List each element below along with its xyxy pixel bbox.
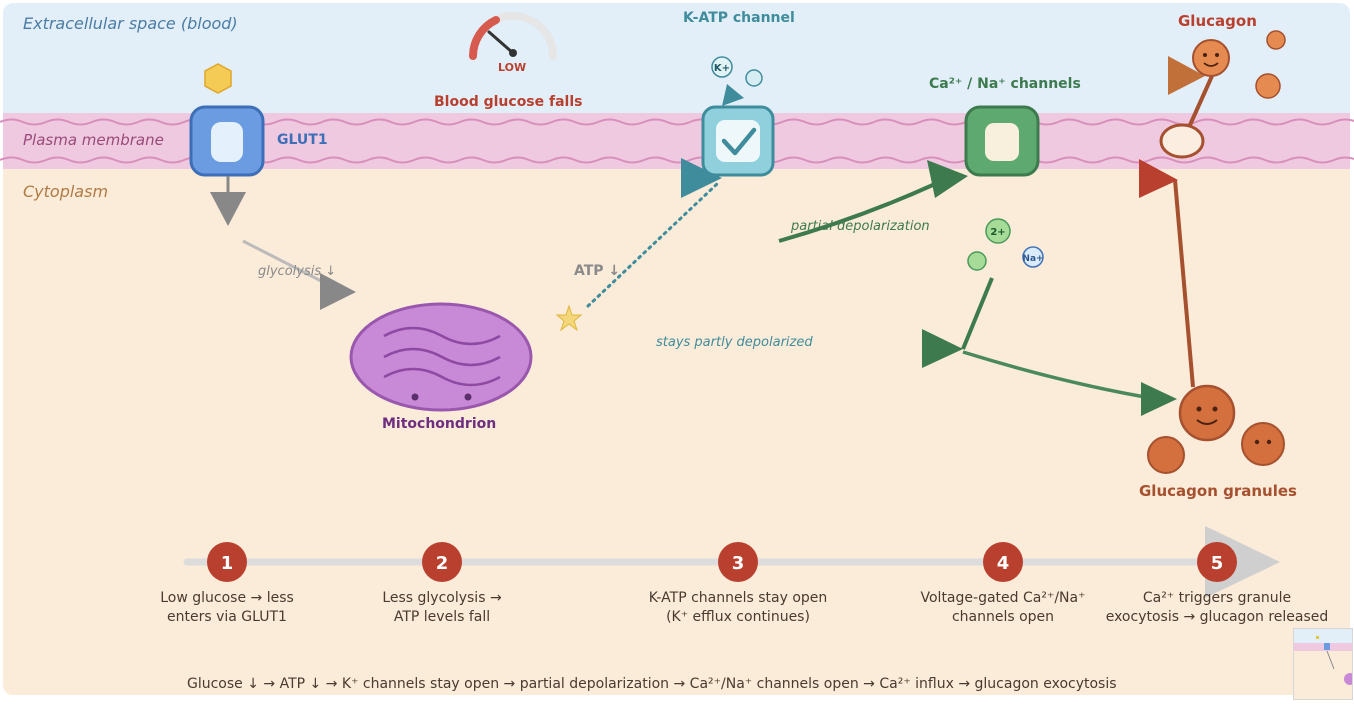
calcium-ion-icon: [985, 218, 1011, 244]
step-1-text: Low glucose → less enters via GLUT1: [160, 590, 294, 625]
ca-na-title: Ca²⁺ / Na⁺ channels: [929, 76, 1081, 92]
step-2-number: 2: [436, 553, 449, 574]
extracellular-label: Extracellular space (blood): [23, 14, 238, 33]
glycolysis-arrowhead: [320, 273, 356, 310]
katp-title: K-ATP channel: [683, 10, 795, 26]
extracellular-region: Extracellular space (blood): [3, 3, 1350, 113]
step-1-number: 1: [221, 553, 234, 574]
step-5-text: Ca²⁺ triggers granule exocytosis → gluca…: [1105, 590, 1329, 625]
depolarization-arrowhead: [927, 160, 968, 198]
calcium-ion-label: 2+: [990, 227, 1005, 238]
step-5-marker: [1197, 542, 1237, 582]
glucagon-release-arrowhead: [1168, 56, 1205, 95]
glucagon-release-line: [1188, 75, 1214, 126]
glucose-gauge-icon: [469, 12, 557, 60]
mitochondrion-icon: [349, 302, 533, 412]
k-efflux-arrowhead: [722, 84, 744, 106]
potassium-ion-label: K+: [714, 63, 730, 74]
potassium-ion-small-icon: [745, 69, 763, 87]
atp-star-icon: [555, 304, 583, 332]
glut1-label: GLUT1: [277, 132, 328, 148]
stays-depolarized-annotation: stays partly depolarized: [656, 335, 813, 350]
calcium-influx-arrowhead: [922, 329, 963, 368]
step-3-text: K-ATP channels stay open (K⁺ efflux cont…: [648, 590, 828, 625]
calcium-ion-small-icon: [967, 251, 987, 271]
thumbnail-graphic: [1294, 629, 1352, 699]
sodium-ion-label: Na+: [1022, 254, 1043, 264]
glycolysis-arrow: [242, 239, 326, 285]
katp-signal-arrowhead: [681, 158, 722, 198]
partial-depolarization-arrow: [778, 182, 936, 243]
mitochondrion-label: Mitochondrion: [382, 416, 497, 432]
ca-na-channel-icon: [964, 105, 1040, 177]
membrane-label: Plasma membrane: [23, 131, 164, 149]
step-2-text: Less glycolysis → ATP levels fall: [382, 590, 502, 625]
fusion-vesicle-icon: [1159, 123, 1205, 159]
thumbnail-preview[interactable]: [1293, 628, 1353, 700]
atp-signal-dotted: [586, 181, 720, 308]
step-3-number: 3: [732, 553, 745, 574]
calcium-influx-line: [961, 277, 994, 350]
glucose-entry-arrowhead: [210, 192, 246, 226]
glucagon-title: Glucagon: [1178, 12, 1257, 30]
step-4-marker: [983, 542, 1023, 582]
step-1-marker: [207, 542, 247, 582]
sodium-ion-icon: [1022, 246, 1044, 268]
summary-text: Glucose ↓ → ATP ↓ → K⁺ channels stay ope…: [187, 676, 1117, 692]
granule-trigger-arrowhead: [1141, 382, 1177, 416]
partial-depolarization-annotation: partial depolarization: [791, 219, 930, 234]
step-3-marker: [718, 542, 758, 582]
glucagon-molecules-icon: [1192, 30, 1286, 99]
atp-annotation: ATP ↓: [574, 263, 621, 279]
cytoplasm-region: Cytoplasm: [3, 169, 1350, 695]
glycolysis-annotation: glycolysis ↓: [258, 264, 337, 279]
exocytosis-arrowhead: [1139, 159, 1178, 198]
blood-glucose-caption: Blood glucose falls: [434, 94, 583, 110]
step-4-number: 4: [997, 553, 1010, 574]
granule-trigger-arrow: [962, 350, 1146, 399]
step-4-text: Voltage-gated Ca²⁺/Na⁺ channels open: [920, 590, 1086, 625]
glucose-molecule-icon: [204, 63, 232, 94]
step-2-marker: [422, 542, 462, 582]
exocytosis-line: [1173, 179, 1195, 388]
gauge-level-label: LOW: [498, 61, 527, 74]
step-markers: 1 2 3 4 5: [207, 542, 1237, 582]
glut1-transporter-icon: [189, 105, 265, 177]
katp-channel-icon: [701, 105, 775, 177]
glucagon-granules-icon: [1147, 384, 1285, 474]
step-5-number: 5: [1211, 553, 1224, 574]
glucagon-granules-label: Glucagon granules: [1139, 482, 1297, 500]
cytoplasm-label: Cytoplasm: [23, 182, 109, 201]
potassium-ion-icon: [711, 56, 733, 78]
